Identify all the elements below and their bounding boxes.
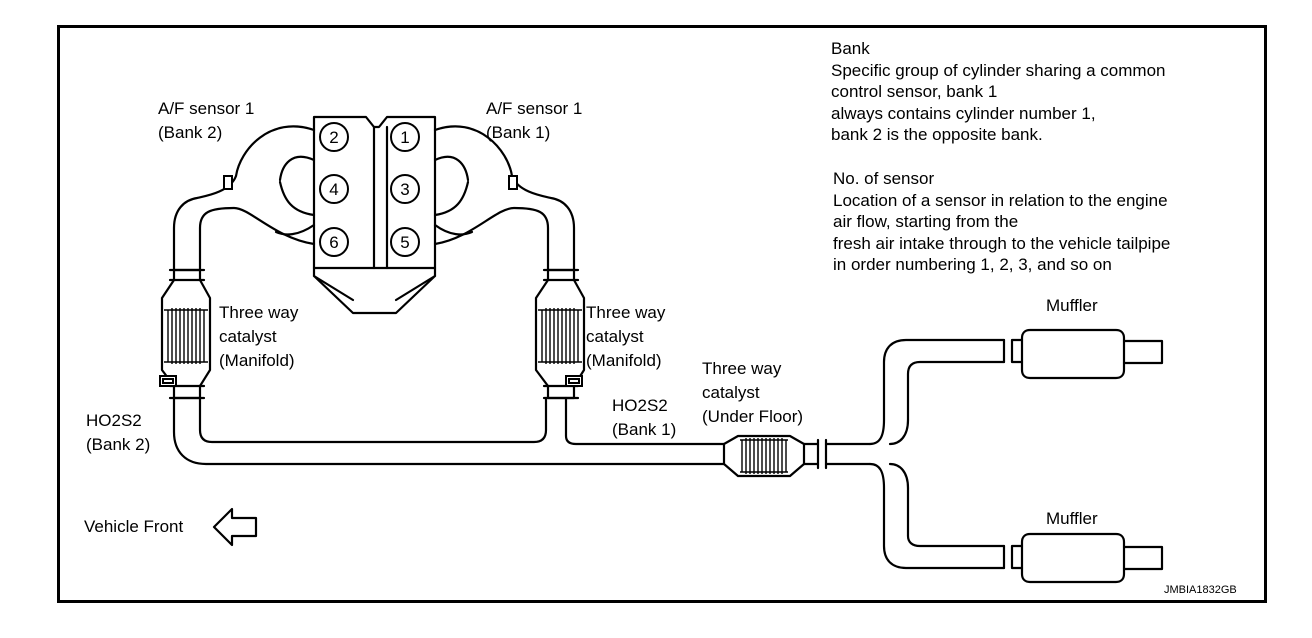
left-front-pipe-outer (172, 396, 726, 466)
right-catalyst-hatch (538, 308, 582, 364)
muffler-top-body (1020, 328, 1126, 380)
right-front-pipe-inner (564, 396, 726, 446)
right-catalyst-flange (542, 268, 580, 400)
left-catalyst-hatch (164, 308, 208, 364)
right-runner-3 (433, 223, 474, 236)
underfloor-catalyst-body (722, 434, 806, 478)
cylinder-3-label: 3 (400, 180, 409, 199)
af-sensor-bank1-marker (508, 175, 518, 190)
legend-bank-title: Bank (831, 39, 870, 58)
cylinder-6-circle (319, 227, 349, 257)
catalyst-manifold-left-label: Three way catalyst (Manifold) (219, 303, 299, 370)
right-manifold-inner (433, 206, 550, 272)
right-runner-1 (433, 155, 470, 182)
legend-bank-line: Specific group of cylinder sharing a com… (831, 60, 1166, 80)
muffler-bottom-inlet (1002, 544, 1024, 570)
cylinder-4-circle (319, 174, 349, 204)
catalyst-underfloor-label: Three way catalyst (Under Floor) (702, 359, 804, 426)
cylinder-3-circle (390, 174, 420, 204)
left-front-pipe-inner (198, 396, 548, 444)
left-runner-3 (274, 223, 316, 236)
tail-split-middle (888, 418, 910, 490)
ho2s2-bank1-marker (565, 375, 583, 387)
catalyst-manifold-right-label: Three way catalyst (Manifold) (586, 303, 666, 370)
right-manifold-outer (433, 125, 576, 272)
legend-sensor-line: fresh air intake through to the vehicle … (833, 233, 1171, 253)
tail-split-bottom (868, 462, 1006, 570)
cylinder-5-label: 5 (400, 233, 409, 252)
cylinder-4-label: 4 (329, 180, 338, 199)
legend-bank-line: control sensor, bank 1 (831, 82, 998, 101)
legend-bank-line: bank 2 is the opposite bank. (831, 125, 1043, 144)
cylinder-2-circle (319, 122, 349, 152)
legend-sensor: No. of sensor Location of a sensor in re… (833, 168, 1170, 276)
legend-sensor-line: air flow, starting from the (833, 212, 1019, 231)
engine-block (312, 115, 437, 315)
tail-split-bottom-inner (906, 486, 1006, 548)
legend-bank-line: always contains cylinder number 1, (831, 103, 1096, 123)
left-manifold-outer (172, 125, 316, 272)
underfloor-outlet (802, 442, 872, 466)
tail-split-top-inner (906, 360, 1006, 422)
legend-sensor-line: Location of a sensor in relation to the … (833, 190, 1168, 210)
af-sensor-bank2-marker (223, 175, 233, 190)
muffler-top-tail (1122, 339, 1164, 365)
ho2s2-bank2-marker (159, 375, 177, 387)
cylinder-5-circle (390, 227, 420, 257)
legend-sensor-title: No. of sensor (833, 169, 935, 188)
muffler-top-label: Muffler (1046, 296, 1098, 315)
cylinder-1-label: 1 (400, 128, 409, 147)
right-runner-2 (433, 180, 470, 217)
ho2s2-bank1-label: HO2S2 (Bank 1) (612, 396, 677, 439)
left-manifold-inner (198, 206, 316, 272)
diagram-frame (57, 25, 1267, 603)
underfloor-catalyst-flange (816, 438, 828, 470)
ho2s2-bank2-label: HO2S2 (Bank 2) (86, 411, 151, 454)
left-runner-1 (278, 155, 316, 182)
cylinder-2-label: 2 (329, 128, 338, 147)
engine-lower-right (394, 274, 437, 302)
af-sensor-bank1-label: A/F sensor 1 (Bank 1) (486, 99, 583, 142)
left-catalyst-flange (168, 268, 206, 400)
muffler-bottom-body (1020, 532, 1126, 584)
muffler-top-inlet (1002, 338, 1024, 364)
legend-bank: Bank Specific group of cylinder sharing … (831, 38, 1166, 146)
cylinder-1-circle (390, 122, 420, 152)
vehicle-front-label: Vehicle Front (84, 517, 184, 536)
vehicle-front-arrow (212, 507, 258, 547)
muffler-bottom-label: Muffler (1046, 509, 1098, 528)
left-runner-2 (278, 180, 316, 217)
muffler-bottom-tail (1122, 545, 1164, 571)
engine-centre-line (372, 125, 389, 270)
cylinder-6-label: 6 (329, 233, 338, 252)
legend-sensor-line: in order numbering 1, 2, 3, and so on (833, 255, 1112, 274)
tail-split-top (868, 338, 1006, 446)
image-code: JMBIA1832GB (1164, 584, 1237, 596)
af-sensor-bank2-label: A/F sensor 1 (Bank 2) (158, 99, 255, 142)
underfloor-catalyst-hatch (740, 438, 788, 474)
engine-lower-left (312, 274, 355, 302)
